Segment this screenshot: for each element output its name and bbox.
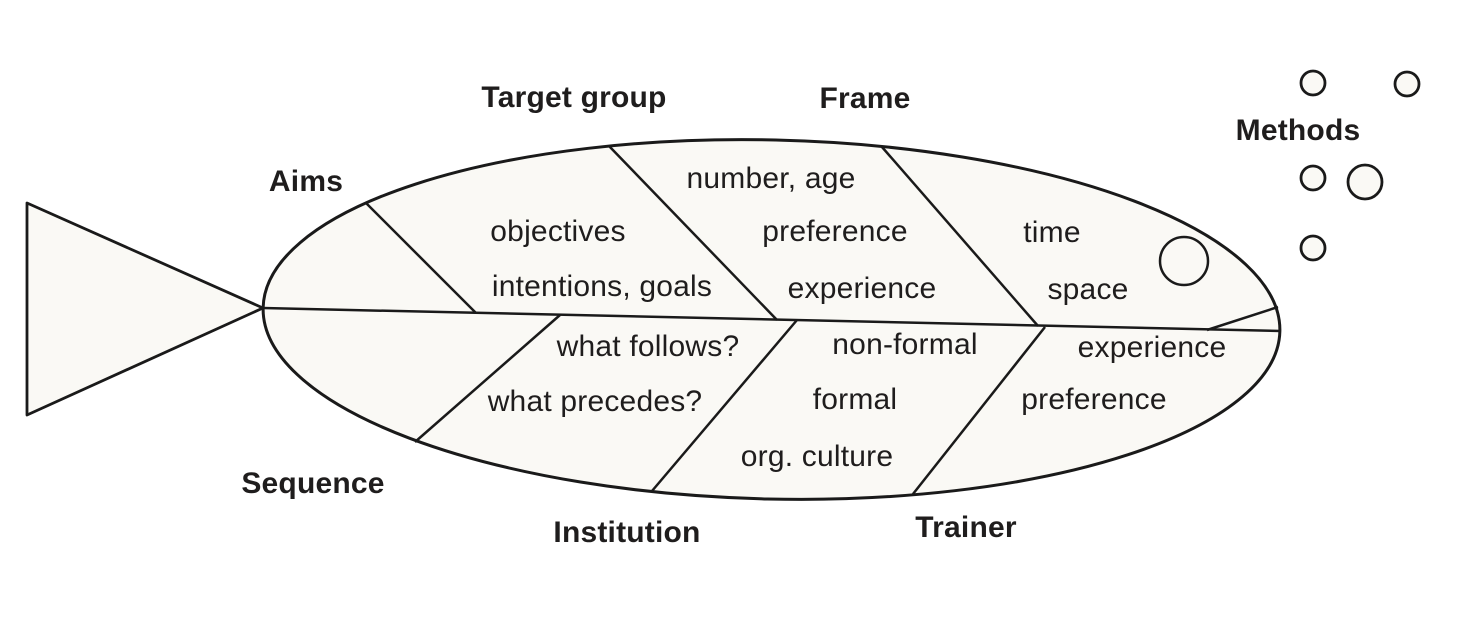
item-number-age: number, age	[686, 162, 856, 195]
bone-frame	[881, 146, 1039, 327]
bone-aims	[365, 202, 477, 314]
bubble-icon	[1299, 234, 1327, 262]
item-space: space	[1047, 273, 1129, 306]
item-preference-bottom: preference	[1021, 383, 1167, 416]
item-what-follows: what follows?	[556, 330, 740, 363]
bone-target-group	[608, 145, 778, 321]
label-aims: Aims	[268, 165, 344, 198]
item-experience-top: experience	[787, 272, 937, 305]
item-experience-bottom: experience	[1077, 331, 1227, 364]
label-trainer: Trainer	[915, 511, 1017, 544]
item-what-precedes: what precedes?	[487, 385, 703, 418]
item-org-culture: org. culture	[740, 440, 894, 473]
bone-trainer	[912, 326, 1046, 495]
eye-icon	[1158, 235, 1210, 287]
bubble-icon	[1346, 163, 1384, 201]
item-preference-top: preference	[762, 215, 908, 248]
bone-sequence	[414, 314, 561, 443]
label-frame: Frame	[819, 82, 911, 115]
bubble-icon	[1299, 69, 1327, 97]
spine-line	[262, 306, 1282, 333]
label-institution: Institution	[553, 516, 701, 549]
mouth-line	[1206, 305, 1279, 332]
item-intentions-goals: intentions, goals	[491, 270, 713, 303]
label-methods: Methods	[1235, 114, 1361, 147]
label-target-group: Target group	[481, 81, 667, 114]
item-time: time	[1023, 216, 1081, 249]
bone-institution	[651, 319, 798, 492]
item-formal: formal	[812, 383, 898, 416]
item-objectives: objectives	[490, 215, 626, 248]
item-non-formal: non-formal	[832, 328, 978, 361]
bubble-icon	[1393, 70, 1421, 98]
tail-fin	[25, 201, 265, 417]
bubble-icon	[1299, 164, 1327, 192]
label-sequence: Sequence	[241, 467, 385, 500]
